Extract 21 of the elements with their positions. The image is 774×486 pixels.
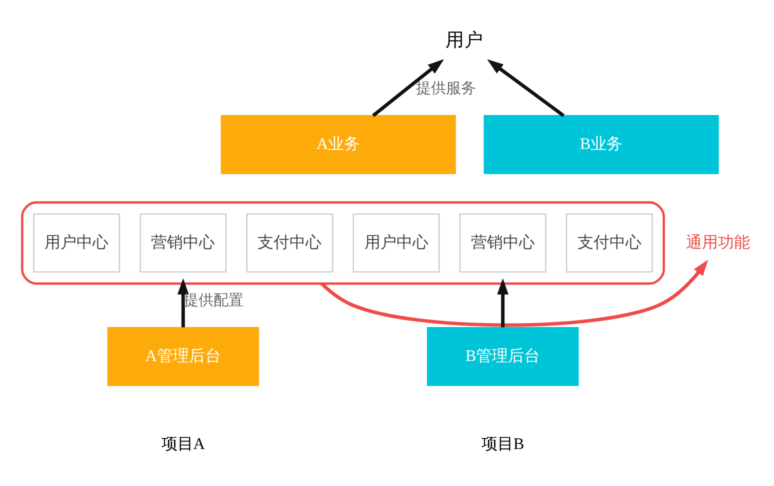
- arrow: [497, 278, 508, 328]
- node-box: 支付中心: [246, 213, 334, 273]
- node-box: 用户中心: [352, 213, 440, 273]
- node-box: 营销中心: [459, 213, 546, 273]
- node-text: 用户: [446, 30, 484, 51]
- label: 项目B: [481, 434, 524, 453]
- edge-label: 提供服务: [416, 78, 476, 97]
- arrow: [487, 59, 565, 117]
- label: 项目A: [161, 434, 206, 453]
- node-box: 营销中心: [140, 213, 227, 273]
- node-box: A管理后台: [107, 326, 260, 386]
- node-box: A业务: [220, 115, 456, 174]
- node-box: 支付中心: [566, 213, 653, 273]
- arrow: [177, 278, 189, 328]
- node-box: B业务: [484, 115, 719, 174]
- arrow: [320, 260, 708, 327]
- node-text: 通用功能: [686, 232, 750, 252]
- cluster: [21, 201, 665, 285]
- node-box: 用户中心: [33, 213, 120, 273]
- node-box: B管理后台: [426, 326, 579, 386]
- arrow: [372, 59, 444, 117]
